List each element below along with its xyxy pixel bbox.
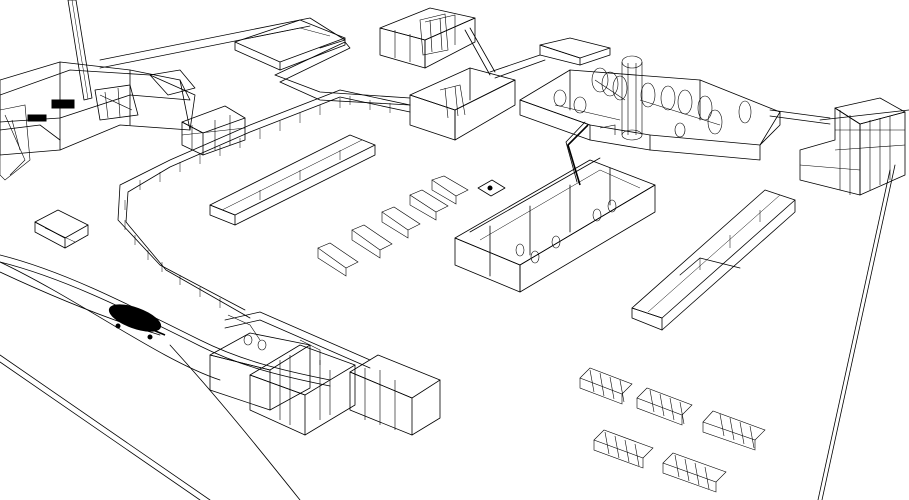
fence	[117, 89, 411, 319]
scaffold-building	[181, 105, 246, 156]
right-long-shed	[631, 189, 796, 331]
chimney	[67, 0, 93, 101]
tank-wagon	[108, 304, 166, 340]
pad-marker	[477, 179, 506, 197]
long-shed	[209, 134, 376, 226]
small-shed-left	[34, 209, 89, 249]
ground-plane	[0, 109, 909, 500]
right-tower	[799, 97, 906, 196]
conveyor-bridges	[99, 17, 831, 125]
left-factory	[0, 61, 196, 181]
small-block	[539, 37, 611, 66]
central-hall	[454, 157, 656, 293]
railway-track	[0, 254, 331, 387]
top-shed	[234, 19, 346, 71]
top-center-building	[379, 7, 476, 69]
center-building	[409, 67, 516, 141]
rack-row-lower	[579, 367, 766, 493]
tank-farm	[519, 55, 781, 161]
lower-complex	[209, 311, 441, 436]
rack-row-middle	[317, 175, 469, 277]
